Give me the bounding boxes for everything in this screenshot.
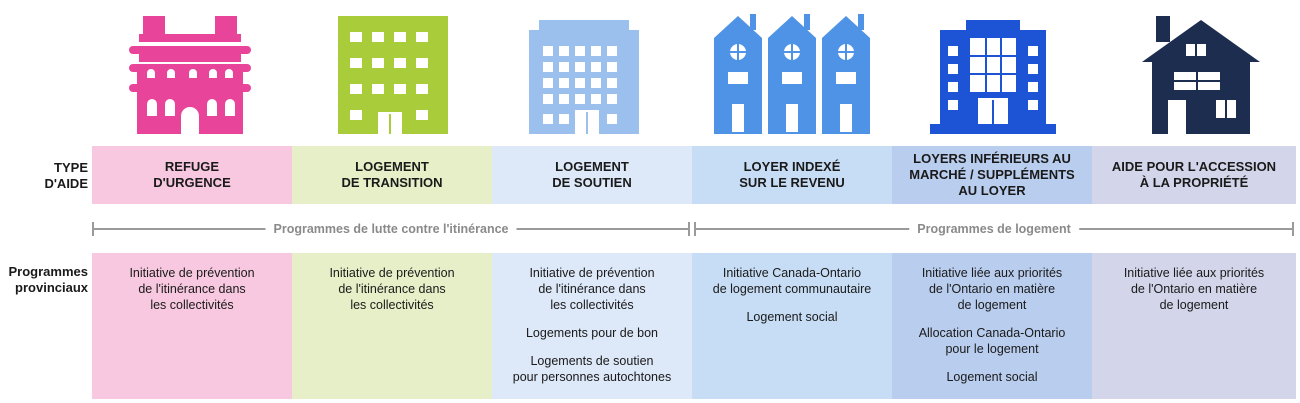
type-label: AIDE POUR L'ACCESSION À LA PROPRIÉTÉ xyxy=(1111,159,1277,190)
program-entry: Logements de soutien pour personnes auto… xyxy=(512,354,672,384)
programs-cell-homeownership-assistance: Initiative liée aux priorités de l'Ontar… xyxy=(1092,253,1296,399)
program-entry: Initiative liée aux priorités de l'Ontar… xyxy=(1123,266,1265,312)
program-entry: Logement social xyxy=(946,370,1038,384)
program-entry: Logement social xyxy=(746,310,838,324)
programs-cell-rent-geared-to-income: Initiative Canada-Ontario de logement co… xyxy=(692,253,892,399)
transitional-housing-building-icon xyxy=(334,10,452,138)
type-label: LOGEMENT DE SOUTIEN xyxy=(552,159,632,190)
type-cell-transitional-housing: LOGEMENT DE TRANSITION xyxy=(292,146,492,204)
program-entry: Allocation Canada-Ontario pour le logeme… xyxy=(918,326,1066,356)
housing-programs-label: Programmes de logement xyxy=(909,220,1079,238)
housing-programs-bracket: Programmes de logement xyxy=(694,220,1294,238)
type-cell-emergency-shelter: REFUGE D'URGENCE xyxy=(92,146,292,204)
homelessness-programs-label: Programmes de lutte contre l'itinérance xyxy=(265,220,517,238)
program-entry: Initiative de prévention de l'itinérance… xyxy=(129,266,255,312)
type-cell-rent-geared-to-income: LOYER INDEXÉ SUR LE REVENU xyxy=(692,146,892,204)
program-entry: Initiative de prévention de l'itinérance… xyxy=(329,266,455,312)
programs-cell-supportive-housing: Initiative de prévention de l'itinérance… xyxy=(492,253,692,399)
provincial-programs-label: Programmes provinciaux xyxy=(8,264,88,295)
type-label: REFUGE D'URGENCE xyxy=(153,159,231,190)
homelessness-programs-bracket: Programmes de lutte contre l'itinérance xyxy=(92,220,690,238)
apartment-tower-icon xyxy=(928,10,1058,138)
program-entry: Initiative Canada-Ontario de logement co… xyxy=(712,266,872,296)
type-cell-supportive-housing: LOGEMENT DE SOUTIEN xyxy=(492,146,692,204)
programs-cell-transitional-housing: Initiative de prévention de l'itinérance… xyxy=(292,253,492,399)
type-cell-homeownership-assistance: AIDE POUR L'ACCESSION À LA PROPRIÉTÉ xyxy=(1092,146,1296,204)
type-cell-below-market-rent: LOYERS INFÉRIEURS AU MARCHÉ / SUPPLÉMENT… xyxy=(892,146,1092,204)
type-of-aid-label: TYPE D'AIDE xyxy=(44,160,88,191)
type-label: LOGEMENT DE TRANSITION xyxy=(341,159,443,190)
program-entry: Logements pour de bon xyxy=(525,326,659,340)
supportive-housing-building-icon xyxy=(525,10,643,138)
house-icon xyxy=(1138,10,1264,138)
programs-cell-below-market-rent: Initiative liée aux priorités de l'Ontar… xyxy=(892,253,1092,399)
type-label: LOYERS INFÉRIEURS AU MARCHÉ / SUPPLÉMENT… xyxy=(909,151,1075,198)
program-entry: Initiative de prévention de l'itinérance… xyxy=(529,266,655,312)
rowhouses-icon xyxy=(710,10,875,138)
program-entry: Initiative liée aux priorités de l'Ontar… xyxy=(921,266,1063,312)
emergency-shelter-building-icon xyxy=(125,10,255,138)
type-label: LOYER INDEXÉ SUR LE REVENU xyxy=(739,159,845,190)
programs-cell-emergency-shelter: Initiative de prévention de l'itinérance… xyxy=(92,253,292,399)
